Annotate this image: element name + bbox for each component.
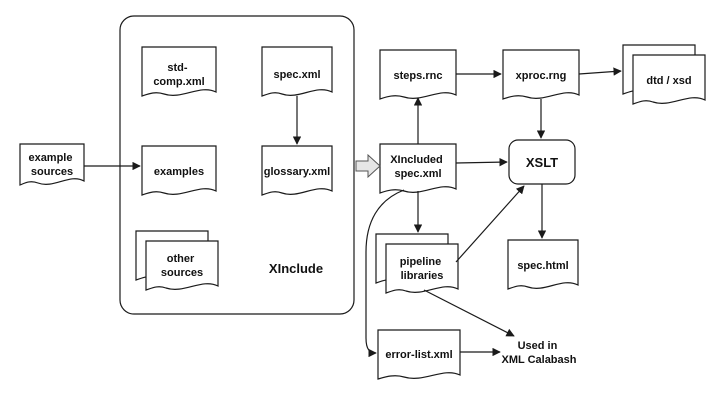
svg-text:glossary.xml: glossary.xml: [264, 166, 330, 178]
examples-label: examples: [154, 166, 204, 178]
svg-text:example sources: example sources: [28, 152, 75, 178]
svg-text:dtd / xsd: dtd / xsd: [646, 75, 691, 87]
std-comp-label-2: comp.xml: [153, 76, 204, 88]
error-list-xml-node: error-list.xml: [377, 329, 461, 380]
dtd-xsd-node: dtd / xsd: [622, 44, 706, 105]
xproc-rng-node: xproc.rng: [502, 49, 580, 100]
svg-text:XIncluded spec.xml: XIncluded spec.xml: [390, 154, 446, 180]
edge-xproc-to-dtd: [578, 67, 622, 76]
edge-xinclude-to-xincluded-spec: [355, 153, 381, 179]
example-sources-label-2: sources: [31, 166, 73, 178]
error-list-label: error-list.xml: [385, 349, 452, 361]
spec-html-node: spec.html: [507, 239, 579, 290]
svg-text:examples: examples: [154, 166, 204, 178]
svg-text:other sources: other sources: [161, 253, 203, 279]
svg-text:spec.html: spec.html: [517, 260, 568, 272]
used-in-label-1: Used in: [518, 340, 558, 352]
std-comp-label-1: std-: [167, 62, 188, 74]
examples-node: examples: [141, 145, 217, 196]
pipeline-libraries-label-2: libraries: [401, 270, 444, 282]
steps-rnc-node: steps.rnc: [379, 49, 457, 100]
pipeline-libraries-node: pipeline libraries: [375, 233, 459, 294]
other-sources-label-2: sources: [161, 267, 203, 279]
svg-text:pipeline libraries: pipeline libraries: [400, 256, 445, 282]
edge-pipeline-to-calabash: [423, 289, 515, 337]
other-sources-node: other sources: [135, 230, 219, 291]
used-in-label-2: XML Calabash: [502, 354, 577, 366]
spec-xml-label: spec.xml: [273, 69, 320, 81]
xslt-node: XSLT: [508, 139, 576, 185]
svg-text:spec.xml: spec.xml: [273, 69, 320, 81]
spec-xml-node: spec.xml: [261, 46, 333, 97]
pipeline-libraries-label-1: pipeline: [400, 256, 442, 268]
svg-text:std- comp.xml: std- comp.xml: [153, 62, 204, 88]
xproc-rng-label: xproc.rng: [516, 70, 567, 82]
glossary-xml-label: glossary.xml: [264, 166, 330, 178]
std-comp-xml-node: std- comp.xml: [141, 46, 217, 97]
xincluded-spec-label-2: spec.xml: [394, 168, 441, 180]
xslt-label: XSLT: [526, 155, 558, 170]
svg-text:xproc.rng: xproc.rng: [516, 70, 567, 82]
spec-html-label: spec.html: [517, 260, 568, 272]
svg-text:steps.rnc: steps.rnc: [394, 70, 443, 82]
edge-pipeline-to-xslt: [455, 185, 525, 263]
xinclude-label: XInclude: [269, 261, 323, 276]
example-sources-node: example sources: [19, 143, 85, 186]
svg-text:Used in XML Calabash: Used in XML Calabash: [502, 340, 577, 366]
edge-xincluded-to-xslt: [455, 157, 508, 167]
glossary-xml-node: glossary.xml: [261, 145, 333, 196]
dtd-xsd-label: dtd / xsd: [646, 75, 691, 87]
svg-text:error-list.xml: error-list.xml: [385, 349, 452, 361]
xincluded-spec-node: XIncluded spec.xml: [379, 143, 457, 194]
other-sources-label-1: other: [167, 253, 195, 265]
edge-xincluded-to-error-list: [365, 189, 405, 358]
steps-rnc-label: steps.rnc: [394, 70, 443, 82]
xincluded-spec-label-1: XIncluded: [390, 154, 443, 166]
example-sources-label-1: example: [28, 152, 72, 164]
